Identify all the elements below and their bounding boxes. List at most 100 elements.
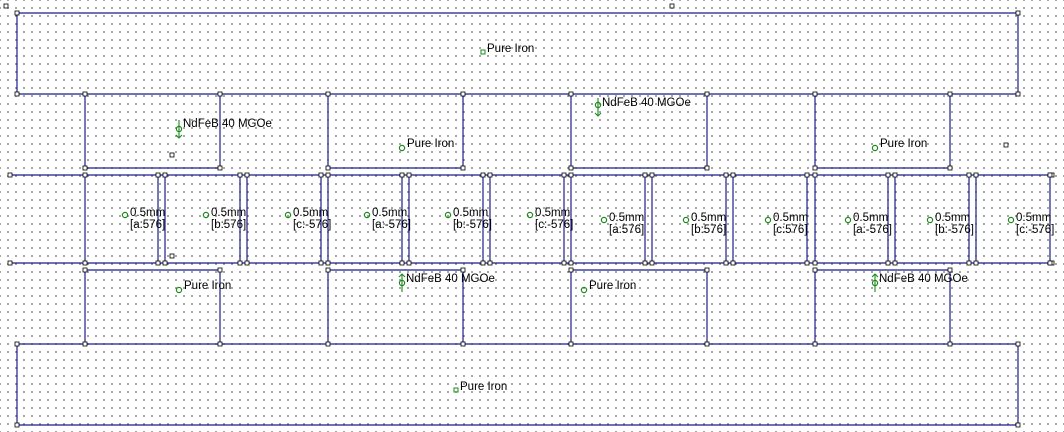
geometry-node[interactable] bbox=[1015, 341, 1021, 347]
geometry-node[interactable] bbox=[568, 341, 574, 347]
geometry-node[interactable] bbox=[155, 260, 161, 266]
geometry-node[interactable] bbox=[82, 165, 88, 171]
geometry-node[interactable] bbox=[169, 152, 175, 158]
air-gap-label[interactable]: 0.5mm[c:-576] bbox=[1007, 212, 1054, 236]
geometry-node[interactable] bbox=[947, 91, 953, 97]
geometry-node[interactable] bbox=[244, 260, 250, 266]
geometry-node[interactable] bbox=[318, 260, 324, 266]
geometry-node[interactable] bbox=[406, 260, 412, 266]
geometry-node[interactable] bbox=[730, 260, 736, 266]
geometry-node[interactable] bbox=[487, 172, 493, 178]
geometry-node[interactable] bbox=[1047, 172, 1053, 178]
geometry-node[interactable] bbox=[561, 260, 567, 266]
geometry-node[interactable] bbox=[947, 165, 953, 171]
geometry-node[interactable] bbox=[885, 260, 891, 266]
block-label-magnet-4[interactable]: NdFeB 40 MGOe bbox=[871, 273, 968, 292]
geometry-node[interactable] bbox=[325, 172, 331, 178]
geometry-node[interactable] bbox=[7, 172, 13, 178]
air-gap-label[interactable]: 0.5mm[c:-576] bbox=[284, 207, 331, 231]
air-gap-label[interactable]: 0.5mm[a:576] bbox=[600, 212, 644, 236]
block-label-iron-upper-2[interactable]: Pure Iron bbox=[871, 138, 927, 152]
geometry-node[interactable] bbox=[642, 260, 648, 266]
geometry-node[interactable] bbox=[561, 172, 567, 178]
geometry-node[interactable] bbox=[217, 91, 223, 97]
geometry-node[interactable] bbox=[812, 260, 818, 266]
geometry-node[interactable] bbox=[487, 260, 493, 266]
air-gap-label[interactable]: 0.5mm[b:-576] bbox=[444, 207, 492, 231]
geometry-node[interactable] bbox=[325, 91, 331, 97]
geometry-node[interactable] bbox=[1015, 422, 1021, 428]
block-label-top-iron[interactable]: Pure Iron bbox=[480, 43, 534, 55]
block-label-magnet-1[interactable]: NdFeB 40 MGOe bbox=[175, 118, 272, 139]
geometry-node[interactable] bbox=[460, 165, 466, 171]
block-label-magnet-3[interactable]: NdFeB 40 MGOe bbox=[398, 273, 495, 292]
geometry-node[interactable] bbox=[568, 172, 574, 178]
air-gap-label[interactable]: 0.5mm[a:-576] bbox=[363, 207, 411, 231]
geometry-node[interactable] bbox=[399, 260, 405, 266]
geometry-node[interactable] bbox=[1015, 91, 1021, 97]
geometry-node[interactable] bbox=[804, 260, 810, 266]
geometry-node[interactable] bbox=[406, 172, 412, 178]
geometry-node[interactable] bbox=[568, 91, 574, 97]
geometry-node[interactable] bbox=[82, 267, 88, 273]
block-label-iron-lower-1[interactable]: Pure Iron bbox=[175, 280, 231, 294]
air-gap-label[interactable]: 0.5mm[a:-576] bbox=[844, 212, 892, 236]
geometry-node[interactable] bbox=[812, 341, 818, 347]
air-gap-label[interactable]: 0.5mm[b:-576] bbox=[926, 212, 974, 236]
geometry-node[interactable] bbox=[82, 341, 88, 347]
air-gap-label[interactable]: 0.5mm[c:-576] bbox=[526, 207, 573, 231]
geometry-node[interactable] bbox=[169, 253, 175, 259]
geometry-node[interactable] bbox=[704, 91, 710, 97]
geometry-node[interactable] bbox=[480, 172, 486, 178]
geometry-node[interactable] bbox=[704, 267, 710, 273]
geometry-node[interactable] bbox=[812, 91, 818, 97]
geometry-node[interactable] bbox=[14, 341, 20, 347]
geometry-node[interactable] bbox=[812, 172, 818, 178]
geometry-node[interactable] bbox=[973, 172, 979, 178]
geometry-node[interactable] bbox=[399, 172, 405, 178]
geometry-node[interactable] bbox=[804, 172, 810, 178]
geometry-node[interactable] bbox=[669, 3, 675, 9]
geometry-node[interactable] bbox=[966, 260, 972, 266]
air-gap-label[interactable]: 0.5mm[c:576] bbox=[764, 212, 808, 236]
geometry-node[interactable] bbox=[568, 260, 574, 266]
geometry-node[interactable] bbox=[568, 267, 574, 273]
geometry-node[interactable] bbox=[318, 172, 324, 178]
block-label-iron-upper-1[interactable]: Pure Iron bbox=[398, 138, 454, 152]
geometry-node[interactable] bbox=[162, 260, 168, 266]
geometry-node[interactable] bbox=[947, 341, 953, 347]
block-label-magnet-2[interactable]: NdFeB 40 MGOe bbox=[594, 97, 691, 117]
geometry-node[interactable] bbox=[217, 267, 223, 273]
geometry-node[interactable] bbox=[82, 172, 88, 178]
geometry-node[interactable] bbox=[973, 260, 979, 266]
geometry-node[interactable] bbox=[325, 267, 331, 273]
geometry-node[interactable] bbox=[82, 260, 88, 266]
geometry-node[interactable] bbox=[325, 341, 331, 347]
geometry-node[interactable] bbox=[217, 341, 223, 347]
block-label-bottom-iron[interactable]: Pure Iron bbox=[453, 381, 507, 393]
geometry-node[interactable] bbox=[568, 165, 574, 171]
geometry-node[interactable] bbox=[460, 267, 466, 273]
geometry-node[interactable] bbox=[237, 260, 243, 266]
geometry-node[interactable] bbox=[892, 260, 898, 266]
geometry-node[interactable] bbox=[244, 172, 250, 178]
geometry-node[interactable] bbox=[14, 422, 20, 428]
geometry-node[interactable] bbox=[892, 172, 898, 178]
geometry-node[interactable] bbox=[1003, 142, 1009, 148]
geometry-node[interactable] bbox=[325, 260, 331, 266]
geometry-node[interactable] bbox=[730, 172, 736, 178]
geometry-node[interactable] bbox=[649, 172, 655, 178]
air-gap-label[interactable]: 0.5mm[a:576] bbox=[121, 207, 165, 231]
geometry-node[interactable] bbox=[162, 172, 168, 178]
geometry-node[interactable] bbox=[237, 172, 243, 178]
geometry-node[interactable] bbox=[966, 172, 972, 178]
geometry-node[interactable] bbox=[3, 3, 9, 9]
block-label-iron-lower-2[interactable]: Pure Iron bbox=[580, 280, 636, 294]
geometry-node[interactable] bbox=[642, 172, 648, 178]
geometry-node[interactable] bbox=[723, 172, 729, 178]
geometry-node[interactable] bbox=[704, 341, 710, 347]
air-gap-label[interactable]: 0.5mm[b:576] bbox=[682, 212, 726, 236]
geometry-node[interactable] bbox=[1047, 260, 1053, 266]
